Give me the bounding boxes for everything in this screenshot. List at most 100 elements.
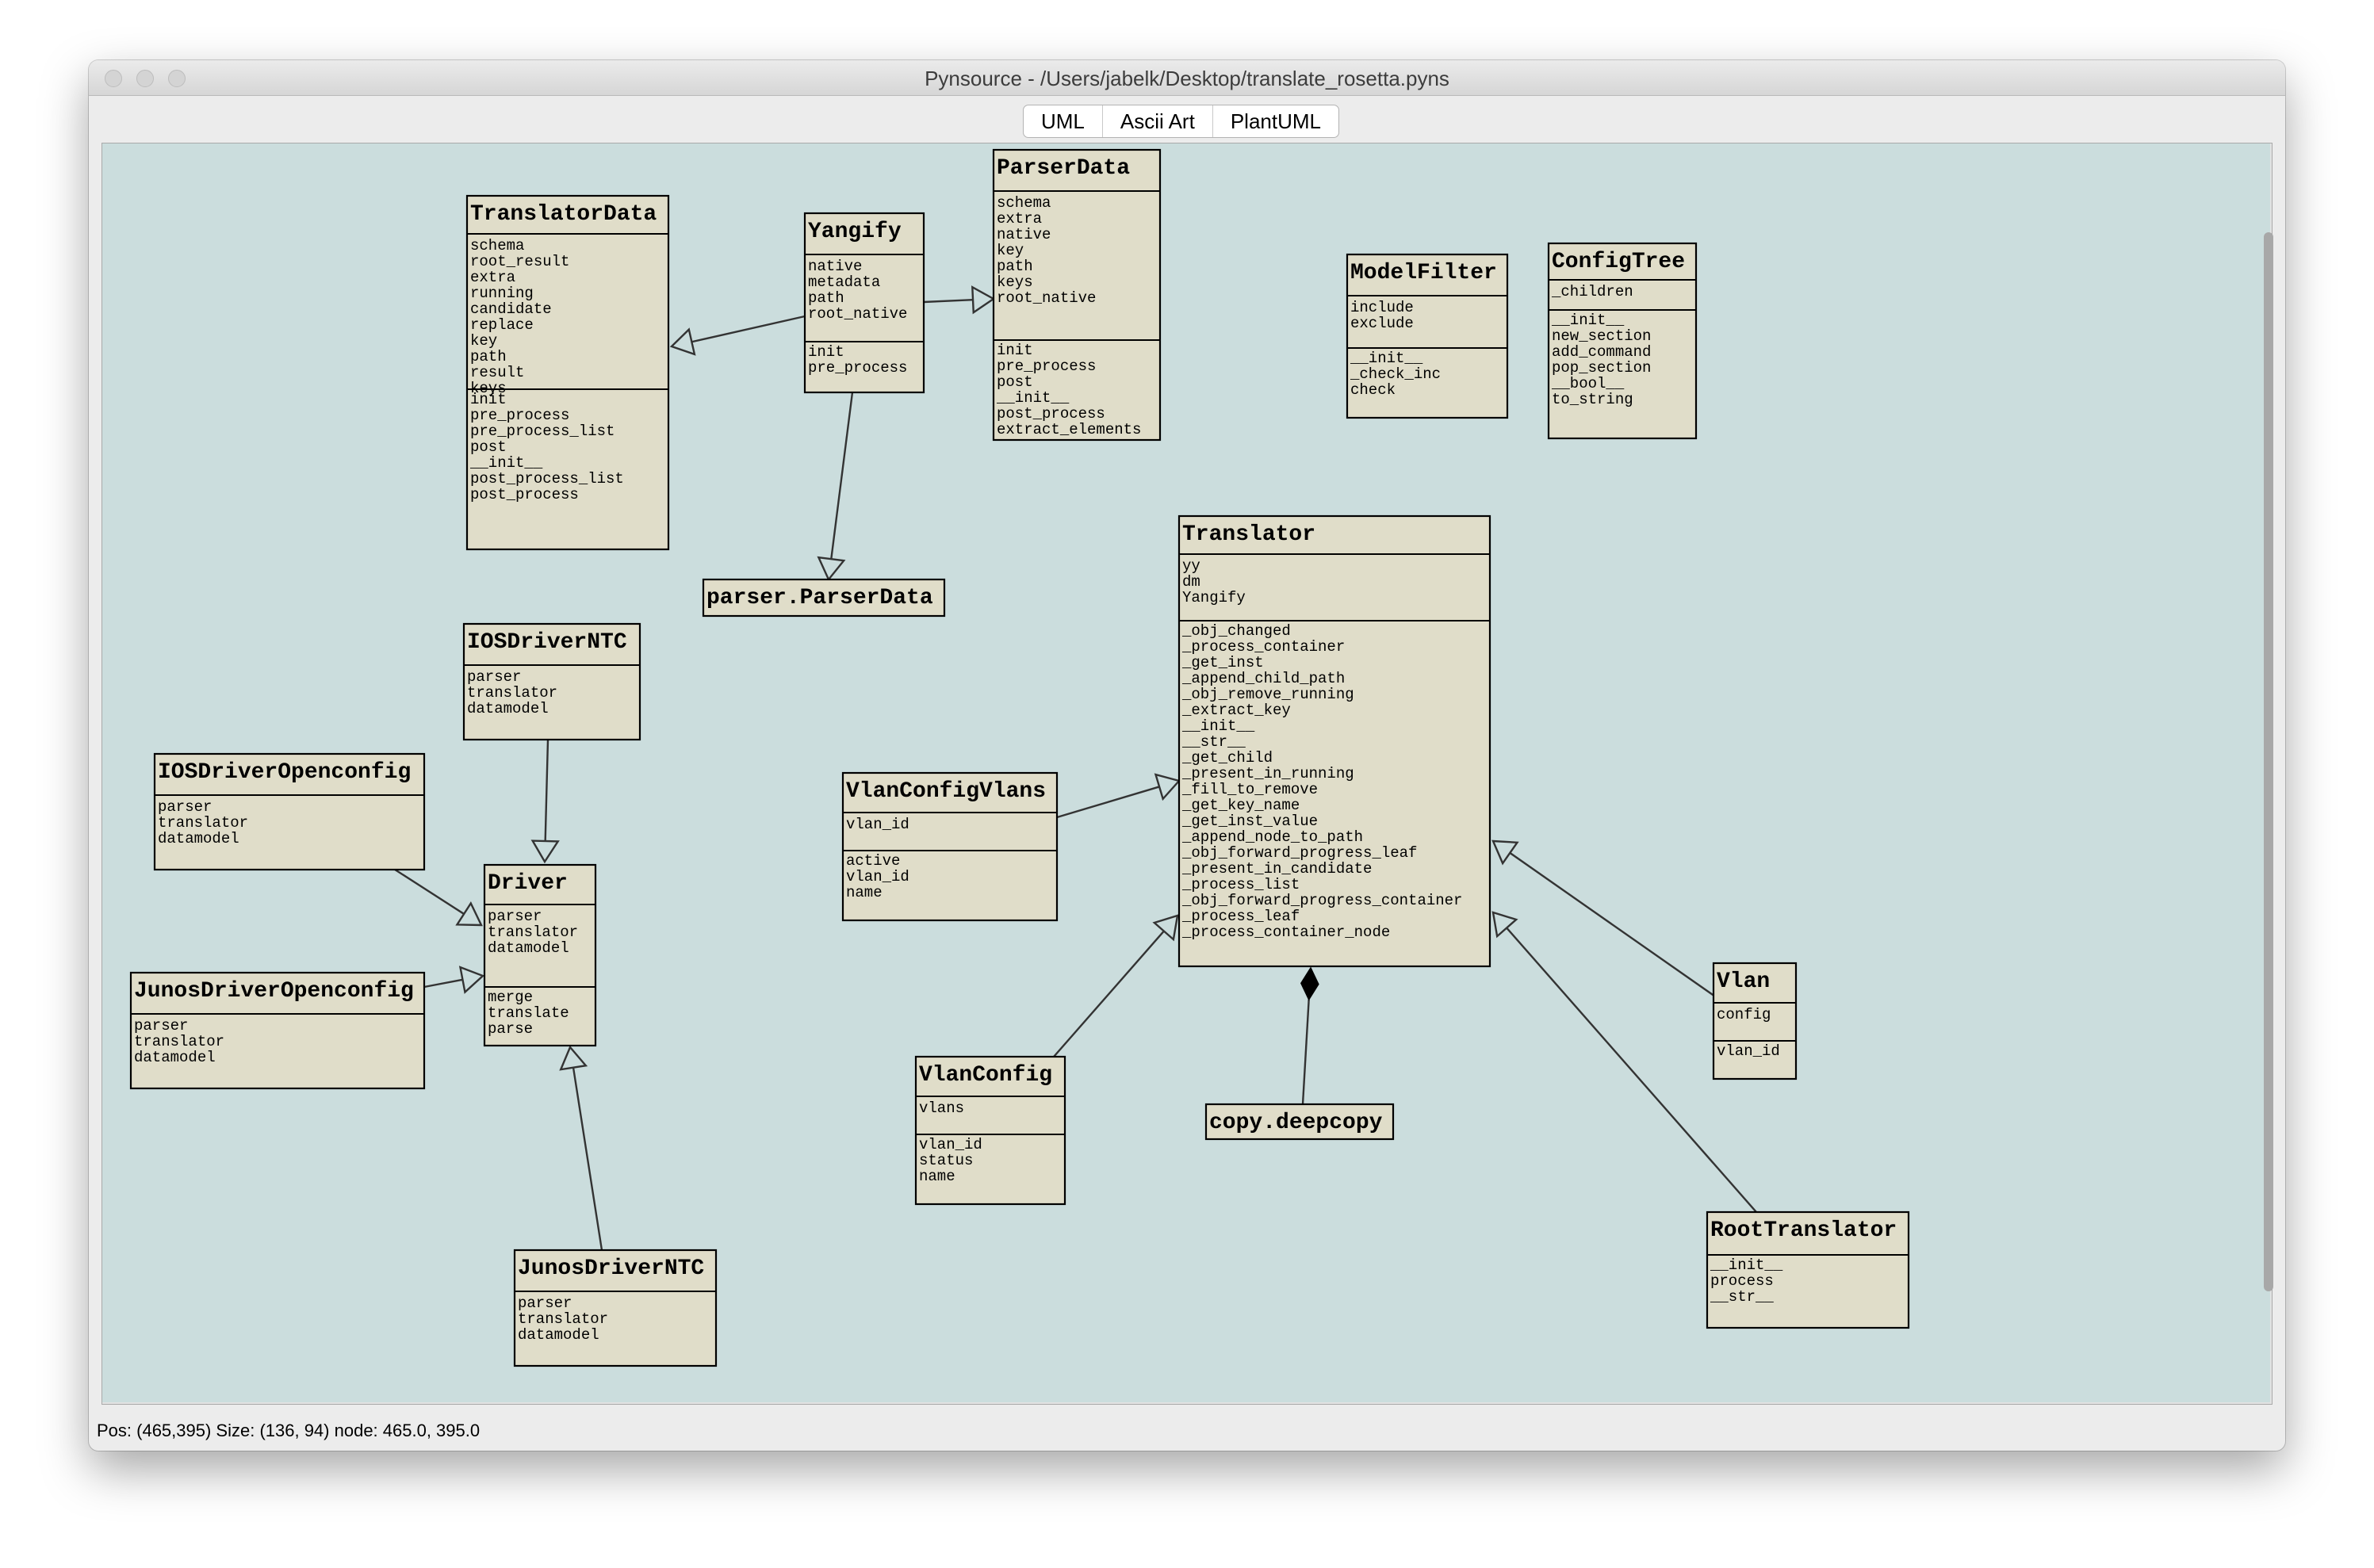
title-bar[interactable]: Pynsource - /Users/jabelk/Desktop/transl…	[89, 60, 2285, 96]
class-attribute: schema	[470, 237, 524, 254]
class-name: copy.deepcopy	[1209, 1111, 1383, 1135]
uml-edge-yangify-to-parser_parserdata[interactable]	[817, 392, 854, 582]
class-attribute: vlan_id	[846, 816, 909, 833]
tab-plantuml[interactable]: PlantUML	[1230, 109, 1321, 133]
class-method: __init__	[996, 389, 1070, 407]
zoom-window-button[interactable]	[168, 70, 186, 87]
uml-edge-vlan-to-translator[interactable]	[1491, 839, 1716, 997]
class-method: status	[919, 1152, 973, 1169]
inheritance-arrowhead	[455, 901, 483, 927]
class-method: _fill_to_remove	[1181, 781, 1318, 798]
uml-edge-junosdriveropenconfig-to-driver[interactable]	[423, 966, 485, 994]
uml-class-parser_parserdata[interactable]: parser.ParserData	[702, 578, 946, 618]
class-method: __init__	[1710, 1256, 1783, 1274]
class-attribute: datamodel	[518, 1326, 599, 1344]
class-attribute: path	[808, 289, 844, 307]
class-name: JunosDriverOpenconfig	[134, 979, 414, 1004]
class-attribute: translator	[134, 1033, 224, 1050]
uml-class-driver[interactable]: Driverparsertranslatordatamodelmergetran…	[483, 863, 597, 1047]
uml-canvas[interactable]: TranslatorDataschemaroot_resultextrarunn…	[102, 143, 2270, 1402]
uml-class-translatordata[interactable]: TranslatorDataschemaroot_resultextrarunn…	[465, 194, 670, 551]
class-name: parser.ParserData	[706, 586, 933, 610]
uml-class-copy_deepcopy[interactable]: copy.deepcopy	[1204, 1103, 1395, 1141]
close-window-button[interactable]	[105, 70, 122, 87]
uml-edge-junosdriverntc-to-driver[interactable]	[559, 1045, 603, 1251]
class-method: post	[470, 438, 507, 456]
class-attribute: include	[1350, 299, 1414, 316]
class-attribute: datamodel	[134, 1049, 216, 1066]
uml-edge-roottranslator-to-translator[interactable]	[1491, 911, 1757, 1213]
uml-class-junosdriveropenconfig[interactable]: JunosDriverOpenconfigparsertranslatordat…	[129, 971, 426, 1090]
inheritance-arrowhead	[669, 327, 696, 356]
class-method: extract_elements	[997, 421, 1141, 438]
class-method: _present_in_running	[1181, 765, 1354, 782]
class-method: init	[808, 343, 844, 361]
uml-class-roottranslator[interactable]: RootTranslator__init__process__str__	[1706, 1210, 1910, 1329]
class-method: _obj_remove_running	[1181, 686, 1354, 703]
class-method: pre_process	[808, 359, 907, 377]
class-method: __bool__	[1551, 375, 1625, 392]
class-method: add_command	[1552, 343, 1651, 361]
uml-class-configtree[interactable]: ConfigTree_children__init__new_sectionad…	[1547, 242, 1698, 440]
class-name: ParserData	[997, 156, 1130, 181]
uml-edge-copy_deepcopy-to-translator[interactable]	[1300, 966, 1319, 1105]
tab-ascii-art[interactable]: Ascii Art	[1103, 105, 1213, 137]
class-name: ConfigTree	[1552, 250, 1685, 274]
class-attribute: parser	[467, 668, 521, 686]
vertical-scrollbar[interactable]	[2264, 232, 2273, 1291]
class-name: IOSDriverNTC	[467, 630, 627, 655]
class-method: new_section	[1552, 327, 1651, 345]
window-title: Pynsource - /Users/jabelk/Desktop/transl…	[925, 67, 1449, 90]
class-method: init	[470, 391, 507, 408]
class-method: _process_list	[1181, 876, 1300, 893]
class-attribute: translator	[467, 684, 557, 702]
app-window: Pynsource - /Users/jabelk/Desktop/transl…	[89, 60, 2285, 1451]
class-attribute: native	[997, 226, 1051, 243]
class-method: active	[846, 852, 900, 870]
class-method: _obj_changed	[1181, 622, 1291, 640]
composition-diamond	[1300, 966, 1319, 1001]
class-attribute: extra	[470, 269, 515, 286]
class-method: _get_key_name	[1181, 797, 1300, 814]
uml-class-parserdata[interactable]: ParserDataschemaextranativekeypathkeysro…	[992, 148, 1162, 442]
class-attribute: datamodel	[158, 830, 239, 847]
class-method: _get_inst	[1181, 654, 1264, 671]
class-method: post_process	[470, 486, 579, 503]
class-method: __str__	[1181, 733, 1246, 751]
class-attribute: metadata	[808, 273, 880, 291]
class-attribute: _children	[1551, 283, 1633, 300]
uml-edge-vlanconfig-to-translator[interactable]	[1053, 914, 1179, 1057]
class-method: vlan_id	[919, 1136, 982, 1153]
inheritance-arrowhead	[1152, 914, 1179, 942]
uml-edge-iosdriveropenconfig-to-driver[interactable]	[392, 866, 483, 927]
class-name: Vlan	[1717, 969, 1770, 994]
uml-edge-vlanconfigvlans-to-translator[interactable]	[1056, 773, 1181, 819]
uml-class-translator[interactable]: TranslatoryydmYangify_obj_changed_proces…	[1177, 514, 1491, 968]
class-attribute: translator	[488, 924, 578, 941]
class-method: _append_child_path	[1181, 670, 1345, 687]
class-method: parse	[488, 1020, 533, 1038]
class-method: check	[1350, 381, 1396, 399]
class-attribute: candidate	[470, 300, 552, 318]
tab-uml[interactable]: UML	[1024, 105, 1103, 137]
class-attribute: schema	[997, 194, 1051, 212]
class-attribute: extra	[997, 210, 1042, 228]
class-attribute: parser	[518, 1295, 572, 1312]
class-method: translate	[488, 1004, 569, 1022]
uml-class-iosdriveropenconfig[interactable]: IOSDriverOpenconfigparsertranslatordatam…	[153, 752, 426, 871]
uml-edge-yangify-to-translatordata[interactable]	[669, 315, 806, 356]
uml-class-yangify[interactable]: Yangifynativemetadatapathroot_nativeinit…	[803, 212, 925, 394]
class-name: Translator	[1182, 522, 1315, 547]
minimize-window-button[interactable]	[136, 70, 154, 87]
uml-class-modelfilter[interactable]: ModelFilterincludeexclude__init___check_…	[1346, 253, 1509, 419]
class-method: _process_container_node	[1181, 924, 1390, 941]
uml-edge-yangify-to-parserdata[interactable]	[923, 285, 996, 315]
class-method: post	[997, 373, 1033, 391]
uml-edge-iosdriverntc-to-driver[interactable]	[530, 739, 560, 864]
